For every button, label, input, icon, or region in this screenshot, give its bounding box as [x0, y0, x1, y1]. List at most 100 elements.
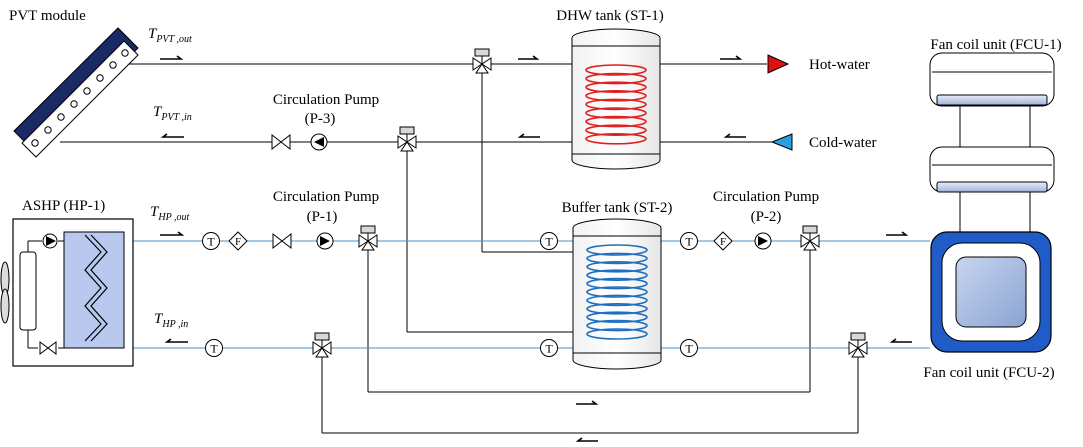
flow-arrow-dhw-supply: [518, 55, 540, 60]
pump-p2-id: (P-2): [750, 209, 782, 225]
pump-p2-icon: [754, 232, 772, 250]
flow-meter-icon: F: [228, 231, 248, 251]
three-way-valve-pvt-icon: [472, 48, 492, 74]
coil-loop: [586, 277, 648, 290]
flow-arrow-hot-water: [720, 55, 743, 60]
flow-arrow-hp-out: [160, 231, 185, 236]
fcu2-label: Fan coil unit (FCU-2): [923, 365, 1055, 381]
coil-loop: [585, 115, 647, 128]
coil-loop: [585, 133, 647, 145]
pump-p1-title: Circulation Pump: [272, 189, 380, 205]
temperature-sensor-icon: T: [680, 232, 698, 250]
dhw-tank-label: DHW tank (ST-1): [556, 8, 664, 24]
gate-valve-pvt-in-icon: [271, 133, 291, 151]
three-way-valve-hp-supply-icon: [358, 225, 378, 251]
temperature-sensor-icon: T: [680, 339, 698, 357]
flow-arrow-cold-water: [723, 133, 746, 138]
flow-arrow-dhw-return: [517, 133, 540, 138]
coil-loop: [586, 260, 648, 273]
coil-loop: [585, 72, 647, 85]
coil-loop: [585, 107, 647, 119]
fcu1-lower-vent: [936, 181, 1048, 193]
svg-text:T: T: [685, 342, 693, 356]
three-way-valve-fcu-supply-icon: [800, 225, 820, 251]
flow-arrow-bypass-bottom: [575, 437, 598, 442]
dhw-tank: [571, 28, 661, 170]
svg-text:T: T: [207, 235, 215, 249]
svg-text:T: T: [685, 235, 693, 249]
temperature-sensor-icon: T: [540, 339, 558, 357]
coil-loop: [585, 124, 647, 136]
coil-loop: [586, 286, 648, 298]
hot-water-arrow-icon: [767, 54, 790, 74]
coil-loop: [586, 319, 648, 332]
hp-piping: [58, 240, 930, 349]
temp-label-hp-out: THP ,out: [150, 204, 190, 223]
svg-text:T: T: [545, 235, 553, 249]
coil-loop: [586, 311, 648, 324]
coil-loop: [585, 98, 647, 111]
pvt-dhw-piping: [60, 63, 1031, 434]
hot-water-label: Hot-water: [809, 57, 870, 73]
fcu1-upper-unit: [929, 52, 1055, 107]
dhw-heating-coil: [585, 64, 647, 145]
flow-arrow-fcu-return: [889, 338, 912, 343]
fcu1-lower-unit: [929, 146, 1055, 193]
pvt-module-label: PVT module: [9, 8, 86, 24]
coil-loop: [585, 81, 647, 93]
flow-arrow-pvt-out: [160, 55, 184, 60]
pvt-tube-holes: [31, 49, 129, 147]
fcu2-unit: [930, 231, 1052, 353]
cold-water-label: Cold-water: [809, 135, 877, 151]
fcu1-label: Fan coil unit (FCU-1): [930, 37, 1062, 53]
flow-meter-icon: F: [713, 231, 733, 251]
ashp-label: ASHP (HP-1): [22, 198, 106, 214]
coil-loop: [585, 64, 647, 76]
pvt-module: [13, 27, 139, 158]
flow-arrow-pvt-in: [160, 133, 184, 138]
svg-text:T: T: [545, 342, 553, 356]
buffer-coil: [586, 244, 648, 340]
temp-label-pvt-out: TPVT ,out: [148, 26, 192, 45]
ashp-internal-pump-icon: [42, 233, 58, 249]
buffer-tank-label: Buffer tank (ST-2): [561, 200, 673, 216]
pump-p3-icon: [310, 133, 328, 151]
ashp-unit: [0, 218, 134, 367]
temperature-sensor-icon: T: [202, 232, 220, 250]
flow-arrow-fcu-supply: [886, 231, 909, 236]
temp-label-pvt-in: TPVT ,in: [153, 104, 192, 123]
three-way-valve-fcu-return-icon: [848, 332, 868, 358]
three-way-valves: [312, 48, 868, 358]
flow-arrows: [160, 55, 912, 442]
ashp-fan-blade-bottom: [0, 288, 10, 324]
svg-text:F: F: [720, 236, 726, 248]
flow-arrow-bypass-lower: [576, 400, 599, 405]
pump-p3-title: Circulation Pump: [272, 92, 380, 108]
coil-loop: [586, 302, 648, 315]
temperature-sensor-icon: T: [540, 232, 558, 250]
buffer-tank: [572, 218, 662, 370]
fcu2-grille: [955, 256, 1027, 328]
pvt-collector-strip: [21, 40, 139, 158]
coil-loop: [586, 252, 648, 265]
pump-p1-icon: [316, 232, 334, 250]
three-way-valve-p3-icon: [397, 126, 417, 152]
temp-label-hp-in: THP ,in: [154, 311, 189, 330]
buffer-tank-body: [572, 218, 662, 370]
gate-valve-hp-out-icon: [272, 232, 292, 250]
pump-p3-id: (P-3): [304, 111, 336, 127]
coil-loop: [585, 90, 647, 102]
ashp-compressor: [19, 251, 37, 331]
ashp-zigzag-coil-a: [84, 234, 102, 342]
three-way-valve-hp-return-icon: [312, 332, 332, 358]
coil-loop: [586, 244, 648, 256]
pump-p1-id: (P-1): [306, 209, 338, 225]
cold-water-arrow-icon: [770, 133, 793, 151]
coil-loop: [586, 294, 648, 307]
pump-p2-title: Circulation Pump: [712, 189, 820, 205]
ashp-heat-exchanger: [63, 231, 125, 349]
ashp-internal-valve-icon: [39, 341, 57, 355]
